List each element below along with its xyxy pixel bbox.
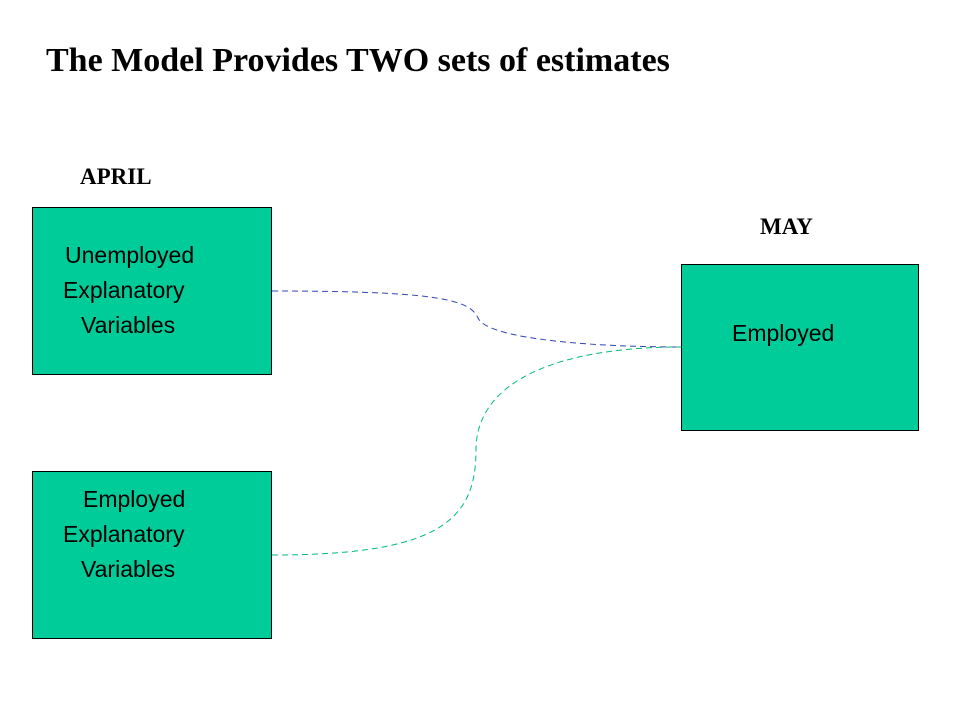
- connector-employed-to-employed: [271, 346, 682, 556]
- box-line: Explanatory: [63, 277, 185, 303]
- connector-unemployed-to-employed: [271, 290, 682, 348]
- box-line: Variables: [81, 312, 176, 338]
- box-line: Employed: [83, 486, 186, 512]
- box-line: Explanatory: [63, 521, 185, 547]
- box-line: Unemployed: [65, 242, 195, 268]
- april-unemployed-box: Unemployed Explanatory Variables: [32, 207, 272, 375]
- april-label: APRIL: [80, 164, 152, 189]
- slide-title: The Model Provides TWO sets of estimates: [46, 42, 670, 79]
- box-line: Employed: [732, 320, 835, 346]
- may-label: MAY: [760, 214, 813, 239]
- box-line: Variables: [81, 556, 176, 582]
- april-employed-box: Employed Explanatory Variables: [32, 471, 272, 639]
- may-employed-box: Employed: [681, 264, 919, 431]
